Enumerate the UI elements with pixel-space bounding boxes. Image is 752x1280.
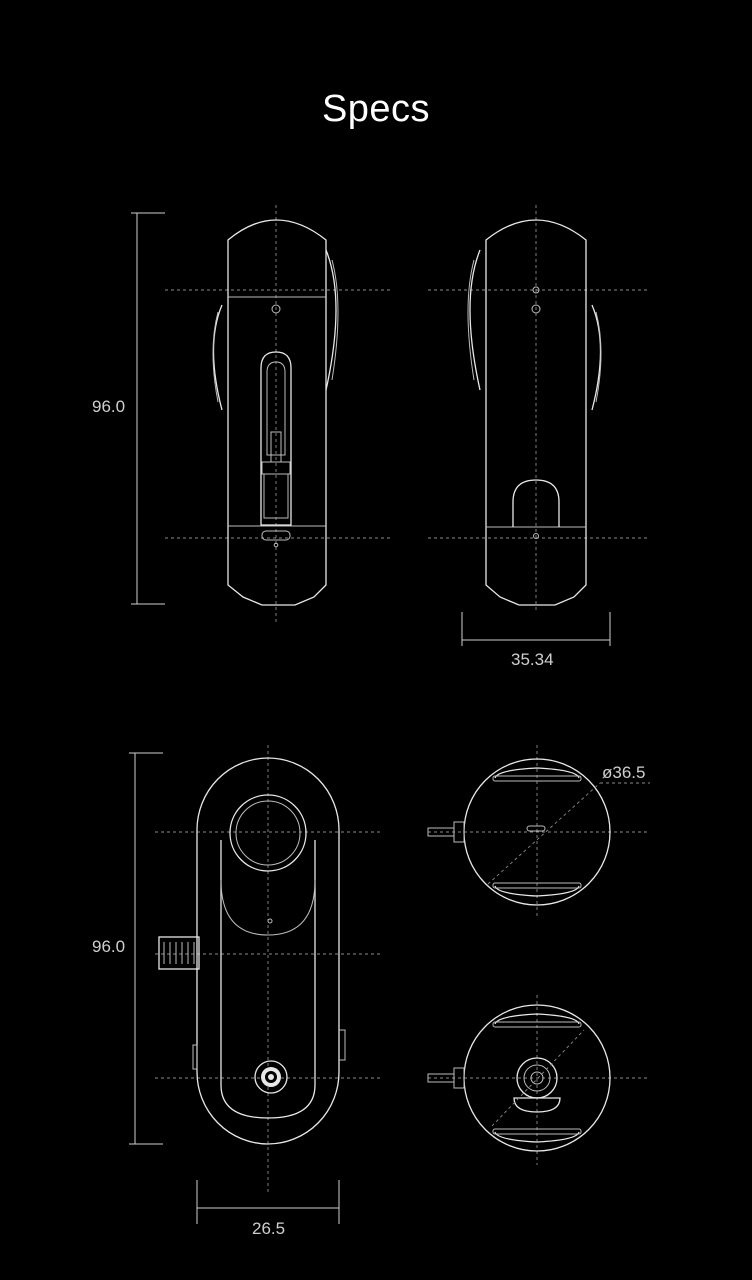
back-view: 35.34 — [428, 205, 648, 669]
side-width-label: 26.5 — [252, 1219, 285, 1238]
side-height-label: 96.0 — [92, 937, 125, 956]
top-view: ø36.5 — [427, 745, 650, 918]
front-height-label: 96.0 — [92, 397, 125, 416]
top-diameter-label: ø36.5 — [602, 763, 645, 782]
front-view: 96.0 — [92, 205, 390, 625]
side-view: 96.0 26.5 — [92, 745, 380, 1238]
bottom-view — [427, 995, 648, 1165]
back-width-label: 35.34 — [511, 650, 554, 669]
page-title: Specs — [321, 88, 431, 130]
